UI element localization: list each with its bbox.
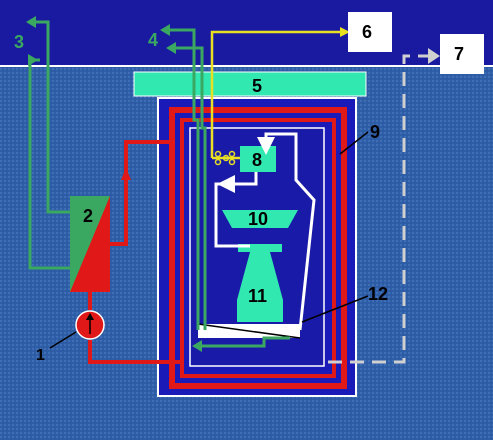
white-loop-left <box>214 172 258 248</box>
label-6: 6 <box>362 22 372 42</box>
label-3: 3 <box>14 32 24 52</box>
green-arrow-4a <box>160 24 170 36</box>
box-7 <box>440 34 484 74</box>
label-8: 8 <box>252 150 262 170</box>
label-4: 4 <box>148 30 158 50</box>
box-6 <box>348 12 392 52</box>
leader-12 <box>301 295 369 323</box>
label-10: 10 <box>248 209 268 229</box>
red-wall-outer <box>169 107 347 389</box>
component-12-diagonal <box>197 323 301 339</box>
green-pipe-3a <box>34 20 70 214</box>
leader-9 <box>339 131 369 155</box>
green-arrow-4b <box>166 42 176 54</box>
dashed-line-7 <box>328 54 430 364</box>
label-5: 5 <box>252 76 262 96</box>
green-arrow-3b <box>28 54 38 66</box>
component-10 <box>222 210 298 228</box>
red-pipe-cold <box>88 340 182 364</box>
green-pipe-4a <box>170 28 200 330</box>
leader-1 <box>49 331 77 349</box>
label-1: 1 <box>36 347 45 364</box>
label-7: 7 <box>454 44 464 64</box>
top-plate-5 <box>133 71 367 97</box>
green-pipe-bottom <box>200 336 290 348</box>
label-9: 9 <box>370 122 380 142</box>
pump-arrow-head <box>86 313 94 320</box>
label-11: 11 <box>248 286 267 306</box>
component-11 <box>237 244 283 322</box>
component-2-green-half <box>70 196 110 292</box>
white-loop-right <box>257 132 316 331</box>
green-arrow-bottom <box>192 340 202 352</box>
red-arrow-up <box>121 168 131 180</box>
yellow-connectors <box>214 150 236 166</box>
label-12: 12 <box>368 284 388 304</box>
yellow-arrowhead <box>340 27 350 37</box>
dashed-arrowhead <box>428 48 440 64</box>
yellow-line <box>210 30 346 158</box>
red-pipe-hot <box>110 140 172 246</box>
component-11-cap <box>238 244 282 252</box>
label-2: 2 <box>83 206 93 226</box>
green-arrow-3a <box>26 16 36 28</box>
green-pipe-4b <box>176 46 207 330</box>
red-wall-inner <box>180 118 336 378</box>
